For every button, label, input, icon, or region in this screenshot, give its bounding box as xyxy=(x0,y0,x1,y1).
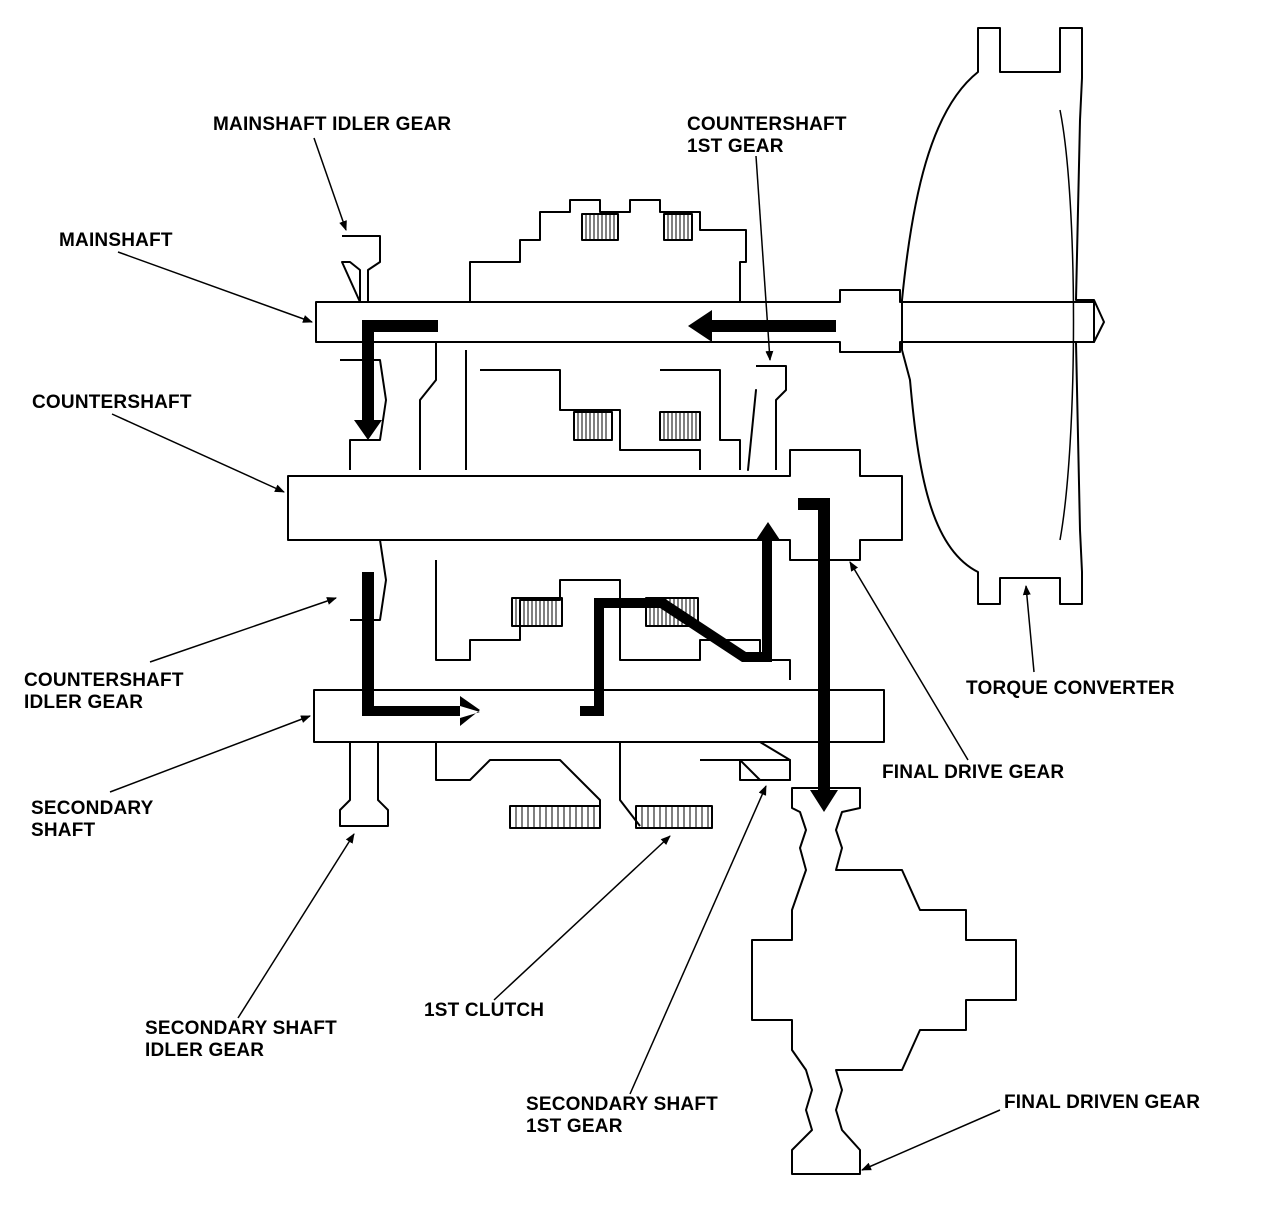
power-flow-arrow-mainshaft xyxy=(354,320,438,440)
label-secondary-shaft-idler-gear: SECONDARY SHAFT IDLER GEAR xyxy=(145,1018,337,1062)
torque-converter-inner xyxy=(1059,109,1075,541)
leader-mainshaft-idler-gear xyxy=(313,137,347,231)
label-countershaft: COUNTERSHAFT xyxy=(32,392,192,413)
label-secondary-shaft-idler-gear-line2: IDLER GEAR xyxy=(145,1040,265,1061)
label-secondary-shaft-1st-gear-line1: SECONDARY SHAFT xyxy=(526,1094,718,1115)
secondary-shaft-1st-gear xyxy=(739,759,791,781)
label-mainshaft-idler-gear: MAINSHAFT IDLER GEAR xyxy=(213,114,452,135)
label-final-driven-gear: FINAL DRIVEN GEAR xyxy=(1004,1092,1201,1113)
first-clutch-housing xyxy=(435,741,791,827)
leader-countershaft-idler-gear xyxy=(149,597,337,663)
secondary-upper-clutch xyxy=(435,560,791,680)
label-mainshaft: MAINSHAFT xyxy=(59,230,173,251)
label-countershaft-1st-gear: COUNTERSHAFT 1ST GEAR xyxy=(687,114,847,158)
mainshaft-lower-clutch xyxy=(419,342,741,470)
clutch-plates-upper-a xyxy=(581,213,619,241)
label-countershaft-idler-gear-line1: COUNTERSHAFT xyxy=(24,670,184,691)
final-driven-gear xyxy=(751,787,1017,1175)
label-countershaft-idler-gear: COUNTERSHAFT IDLER GEAR xyxy=(24,670,184,714)
mainshaft-idler-gear xyxy=(341,235,381,303)
clutch-plate-lines-mid xyxy=(577,412,697,440)
leader-countershaft xyxy=(111,413,285,493)
label-secondary-shaft-1st-gear-line2: 1ST GEAR xyxy=(526,1116,623,1137)
torque-converter xyxy=(901,27,1105,605)
clutch-plates-mid-a xyxy=(573,411,613,441)
secondary-shaft-idler-gear xyxy=(339,742,389,827)
power-flow-arrow-final xyxy=(798,498,838,812)
label-secondary-shaft-line1: SECONDARY xyxy=(31,798,154,819)
label-secondary-shaft-line2: SHAFT xyxy=(31,820,96,841)
label-secondary-shaft-idler-gear-line1: SECONDARY SHAFT xyxy=(145,1018,337,1039)
secondary-shaft xyxy=(313,689,885,743)
countershaft-1st-gear xyxy=(747,365,787,471)
leader-torque-converter xyxy=(1022,585,1035,673)
power-flow-arrow-idler xyxy=(362,572,480,726)
label-first-clutch: 1ST CLUTCH xyxy=(424,1000,545,1021)
leader-secondary-shaft xyxy=(109,715,311,793)
clutch-plate-lines-upper xyxy=(585,214,689,240)
countershaft xyxy=(287,449,903,561)
label-countershaft-idler-gear-line2: IDLER GEAR xyxy=(24,692,144,713)
first-clutch-plates-a xyxy=(509,805,601,829)
mainshaft-upper-clutch xyxy=(469,199,747,302)
clutch-plates-lower-b xyxy=(645,597,699,627)
clutch-plates-lower-a xyxy=(511,597,563,627)
first-clutch-plates-b xyxy=(635,805,713,829)
label-countershaft-1st-gear-line1: COUNTERSHAFT xyxy=(687,114,847,135)
first-clutch-plate-lines xyxy=(515,806,709,828)
label-secondary-shaft: SECONDARY SHAFT xyxy=(31,798,154,842)
label-countershaft-1st-gear-line2: 1ST GEAR xyxy=(687,136,784,157)
clutch-plates-upper-b xyxy=(663,213,693,241)
label-secondary-shaft-1st-gear: SECONDARY SHAFT 1ST GEAR xyxy=(526,1094,718,1138)
leader-final-drive-gear xyxy=(849,561,969,761)
label-torque-converter: TORQUE CONVERTER xyxy=(966,678,1175,699)
leader-countershaft-1st-gear xyxy=(755,155,774,361)
mainshaft xyxy=(315,289,1095,353)
leader-secondary-shaft-idler-gear xyxy=(237,833,355,1019)
leader-first-clutch xyxy=(493,835,671,1001)
label-final-drive-gear: FINAL DRIVE GEAR xyxy=(882,762,1065,783)
power-flow-arrow-secondary xyxy=(580,522,780,716)
power-flow-arrow-input xyxy=(688,310,836,342)
leader-final-driven-gear xyxy=(861,1109,1001,1171)
leader-mainshaft xyxy=(117,251,313,323)
leader-secondary-shaft-1st-gear xyxy=(629,785,767,1095)
